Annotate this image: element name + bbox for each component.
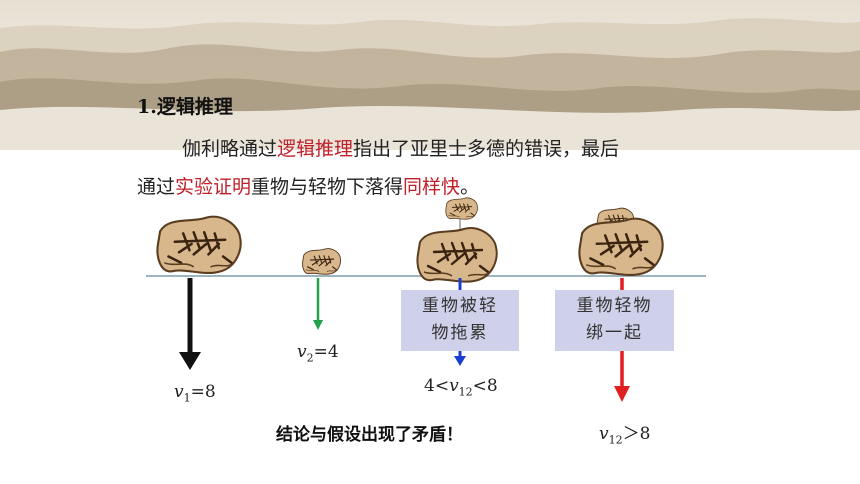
tied-box-line-1: 重物轻物 xyxy=(576,296,653,316)
paragraph-line-2: 通过实验证明重物与轻物下落得同样快。 xyxy=(137,168,697,206)
tied-box: 重物轻物 绑一起 xyxy=(555,290,674,351)
highlight-experiment: 实验证明 xyxy=(175,176,252,198)
suffix: <8 xyxy=(472,376,498,396)
text-segment: 。 xyxy=(460,176,480,198)
subscript: 12 xyxy=(458,385,473,399)
label-v1: v1=8 xyxy=(174,382,216,404)
arrow-v12-red-head xyxy=(614,386,630,402)
small-stone-icon xyxy=(445,197,478,220)
subscript: 12 xyxy=(608,433,623,447)
text-segment: 指出了亚里士多德的错误，最后 xyxy=(353,138,620,160)
mountain-landscape-image xyxy=(0,18,860,151)
conclusion-text: 结论与假设出现了矛盾！ xyxy=(276,425,463,445)
light-stone-icon xyxy=(301,248,342,275)
drag-box: 重物被轻 物拖累 xyxy=(401,290,519,351)
suffix: ＞8 xyxy=(622,424,651,444)
tied-box-line-2: 绑一起 xyxy=(586,323,643,343)
value: =4 xyxy=(313,342,339,362)
arrow-v12-head xyxy=(454,356,466,366)
var-v: v xyxy=(599,424,609,444)
heavy-stone-icon xyxy=(578,217,664,277)
paragraph-line-1: 伽利略通过逻辑推理指出了亚里士多德的错误，最后 xyxy=(137,130,697,168)
paragraph: 伽利略通过逻辑推理指出了亚里士多德的错误，最后 通过实验证明重物与轻物下落得同样… xyxy=(137,130,697,206)
label-v2: v2=4 xyxy=(297,342,339,364)
highlight-logical-reasoning: 逻辑推理 xyxy=(277,138,354,160)
prefix: 4< xyxy=(424,376,450,396)
arrow-v1-head xyxy=(179,352,201,370)
text-segment: 重物与轻物下落得 xyxy=(251,176,404,198)
section-title: 1.逻辑推理 xyxy=(137,96,233,118)
mountain-banner xyxy=(0,0,860,151)
value: =8 xyxy=(190,382,216,402)
heavy-stone-icon xyxy=(416,226,498,283)
highlight-equally-fast: 同样快 xyxy=(403,176,461,198)
arrow-v2-head xyxy=(313,320,323,330)
drag-box-line-1: 重物被轻 xyxy=(422,296,498,316)
text-segment: 通过 xyxy=(137,176,176,198)
var-v: v xyxy=(174,382,184,402)
subscript: 1 xyxy=(183,391,191,405)
var-v: v xyxy=(297,342,307,362)
drag-box-line-2: 物拖累 xyxy=(431,323,489,343)
text-segment: 伽利略通过 xyxy=(182,138,278,160)
heavy-stone-icon xyxy=(156,215,242,275)
label-v12-range: 4<v12<8 xyxy=(424,376,498,398)
label-v12-greater: v12＞8 xyxy=(599,419,650,446)
subscript: 2 xyxy=(306,351,314,365)
var-v: v xyxy=(449,376,459,396)
